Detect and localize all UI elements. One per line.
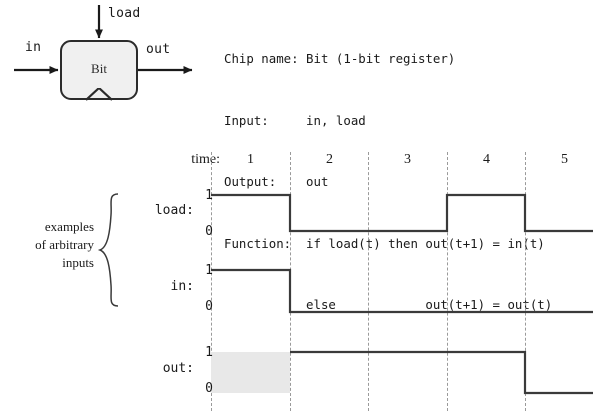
chip-specification: Chip name: Bit (1-bit register) Input: i… bbox=[224, 8, 613, 336]
examples-note-line-3: inputs bbox=[62, 255, 94, 270]
in-label: in bbox=[25, 40, 42, 55]
spec-line-chip-name: Chip name: Bit (1-bit register) bbox=[224, 51, 456, 66]
gridline-t4 bbox=[447, 152, 448, 411]
load-level-low: 0 bbox=[205, 224, 213, 239]
spec-line-function: Function: if load(t) then out(t+1) = in(… bbox=[224, 235, 545, 251]
examples-note-line-2: of arbitrary bbox=[35, 237, 94, 252]
clock-notch-icon bbox=[86, 88, 112, 101]
inputs-brace-icon bbox=[97, 193, 119, 307]
time-tick-4: 4 bbox=[483, 152, 490, 167]
time-tick-3: 3 bbox=[404, 152, 411, 167]
gridline-t5 bbox=[525, 152, 526, 411]
gridline-t1 bbox=[211, 152, 212, 411]
load-waveform bbox=[211, 193, 593, 233]
examples-note: examples of arbitrary inputs bbox=[10, 218, 94, 272]
in-waveform bbox=[211, 268, 593, 314]
out-label: out bbox=[146, 42, 171, 57]
load-level-high: 1 bbox=[205, 188, 213, 203]
signal-label-load: load: bbox=[154, 203, 194, 218]
time-tick-2: 2 bbox=[326, 152, 333, 167]
spec-line-input: Input: in, load bbox=[224, 112, 366, 128]
chip-diagram-wires bbox=[14, 5, 193, 74]
in-level-high: 1 bbox=[205, 263, 213, 278]
bit-chip-label: Bit bbox=[91, 61, 107, 76]
spec-line-function-else: else out(t+1) = out(t) bbox=[224, 297, 553, 312]
out-level-high: 1 bbox=[205, 345, 213, 360]
gridline-t3 bbox=[368, 152, 369, 411]
load-label: load bbox=[108, 6, 141, 21]
out-undefined-shade bbox=[211, 352, 290, 393]
examples-note-line-1: examples bbox=[44, 219, 94, 234]
signal-label-out: out: bbox=[162, 361, 194, 376]
time-tick-5: 5 bbox=[561, 152, 568, 167]
signal-label-in: in: bbox=[170, 279, 194, 294]
chip-diagram: Bit in load out bbox=[0, 0, 215, 130]
out-waveform bbox=[290, 350, 593, 395]
in-level-low: 0 bbox=[205, 299, 213, 314]
time-tick-1: 1 bbox=[247, 152, 254, 167]
bit-chip-box bbox=[60, 40, 138, 100]
out-level-low: 0 bbox=[205, 381, 213, 396]
spec-line-output: Output: out bbox=[224, 174, 329, 189]
time-axis-label: time: bbox=[191, 152, 220, 167]
